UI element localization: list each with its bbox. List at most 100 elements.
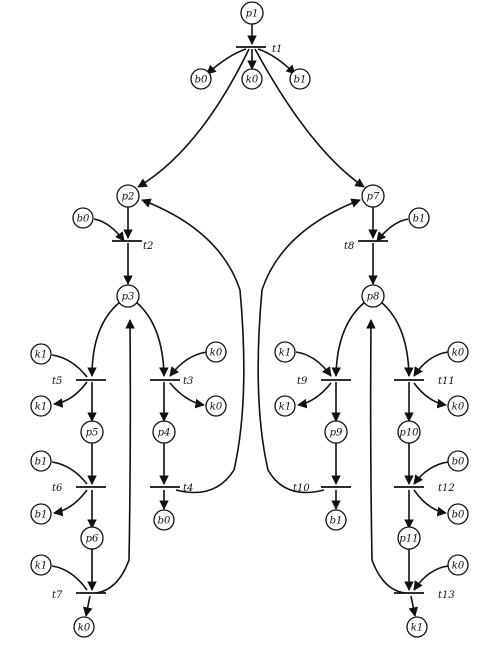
place-p10[interactable]: p10	[397, 420, 421, 444]
transition-label: t13	[438, 590, 455, 601]
place-p7[interactable]: p7	[361, 184, 385, 208]
arc	[295, 351, 332, 377]
transition-label: t4	[183, 483, 193, 494]
transition-t8[interactable]: t8	[344, 240, 388, 252]
transition-t5[interactable]: t5	[52, 376, 106, 387]
place-p4[interactable]: p4	[152, 420, 176, 444]
transition-t1[interactable]: t1	[236, 44, 282, 55]
place-b1[interactable]: b1	[325, 509, 347, 531]
place-label: k0	[210, 402, 223, 413]
place-p5[interactable]: p5	[80, 420, 104, 444]
places: p1 b0 k0 b1 p2 b0 p3 k1 k1 k0 k0 p5 p4 b…	[30, 1, 469, 638]
place-k1[interactable]: k1	[274, 395, 296, 417]
arc	[169, 351, 208, 377]
place-k0[interactable]: k0	[73, 616, 95, 638]
place-label: b1	[294, 75, 307, 86]
place-label: b1	[35, 510, 48, 521]
place-k1[interactable]: k1	[30, 554, 52, 576]
place-b1[interactable]: b1	[289, 68, 311, 90]
place-label: p11	[399, 534, 418, 545]
arc	[169, 382, 205, 409]
arc	[413, 382, 447, 409]
place-label: p2	[122, 192, 135, 203]
transition-t2[interactable]: t2	[112, 240, 153, 252]
place-p9[interactable]: p9	[324, 420, 348, 444]
place-label: b1	[35, 457, 48, 468]
arc	[413, 461, 449, 485]
place-label: k1	[279, 402, 291, 413]
arc	[51, 565, 88, 591]
place-label: b0	[452, 510, 465, 521]
transition-label: t11	[438, 376, 455, 387]
transition-t13[interactable]: t13	[394, 590, 455, 601]
place-b0[interactable]: b0	[72, 207, 94, 229]
place-b1[interactable]: b1	[30, 450, 52, 472]
place-k0[interactable]: k0	[447, 341, 469, 363]
transition-t11[interactable]: t11	[394, 376, 455, 387]
place-label: k0	[452, 348, 465, 359]
place-b0[interactable]: b0	[447, 503, 469, 525]
transition-label: t12	[438, 483, 455, 494]
arc	[206, 48, 247, 75]
place-k0[interactable]: k0	[205, 341, 227, 363]
place-label: k1	[35, 561, 47, 572]
transition-label: t3	[183, 376, 193, 387]
place-label: b1	[413, 214, 426, 225]
place-p8[interactable]: p8	[361, 284, 385, 308]
arc	[51, 461, 88, 485]
place-label: k1	[35, 402, 47, 413]
place-p1[interactable]: p1	[240, 1, 264, 25]
arc	[297, 382, 332, 409]
place-p2[interactable]: p2	[116, 184, 140, 208]
arc	[408, 595, 419, 617]
place-p11[interactable]: p11	[397, 526, 421, 550]
place-b1[interactable]: b1	[30, 503, 52, 525]
place-k1[interactable]: k1	[274, 341, 296, 363]
arc	[82, 595, 93, 617]
transition-label: t9	[297, 376, 308, 387]
place-label: k1	[35, 350, 47, 361]
place-b1[interactable]: b1	[408, 207, 430, 229]
place-b0[interactable]: b0	[153, 509, 175, 531]
arc	[95, 319, 135, 594]
place-label: b0	[158, 516, 171, 527]
transition-t7[interactable]: t7	[52, 590, 106, 601]
place-k0[interactable]: k0	[447, 395, 469, 417]
place-p6[interactable]: p6	[80, 526, 104, 550]
place-p3[interactable]: p3	[116, 284, 140, 308]
place-k0[interactable]: k0	[241, 68, 263, 90]
arc	[380, 301, 414, 377]
place-k1[interactable]: k1	[406, 616, 428, 638]
place-label: k1	[411, 623, 423, 634]
arc	[257, 48, 296, 75]
arc	[135, 301, 169, 377]
place-label: p3	[122, 292, 135, 303]
place-label: k0	[246, 75, 259, 86]
transition-t6[interactable]: t6	[52, 483, 106, 494]
transition-t3[interactable]: t3	[150, 376, 193, 387]
place-k0[interactable]: k0	[447, 554, 469, 576]
transition-t10[interactable]: t10	[293, 483, 351, 494]
arc	[87, 301, 121, 377]
place-k1[interactable]: k1	[30, 343, 52, 365]
transitions: t1 t2 t5 t3 t6 t4 t7 t8	[52, 44, 455, 601]
arc	[413, 489, 447, 517]
place-label: p10	[399, 428, 419, 439]
place-label: p6	[86, 534, 99, 545]
place-b0[interactable]: b0	[190, 68, 212, 90]
transition-label: t5	[52, 376, 62, 387]
transition-t9[interactable]: t9	[297, 376, 351, 387]
transition-t4[interactable]: t4	[150, 483, 193, 494]
arc	[376, 218, 409, 242]
transition-t12[interactable]: t12	[394, 483, 455, 494]
place-label: p4	[158, 428, 171, 439]
place-label: k1	[279, 348, 291, 359]
place-b0[interactable]: b0	[447, 450, 469, 472]
place-label: k0	[210, 348, 223, 359]
place-label: k0	[452, 561, 465, 572]
arc	[141, 198, 245, 494]
place-k1[interactable]: k1	[30, 395, 52, 417]
place-k0[interactable]: k0	[205, 395, 227, 417]
place-label: b0	[195, 75, 208, 86]
